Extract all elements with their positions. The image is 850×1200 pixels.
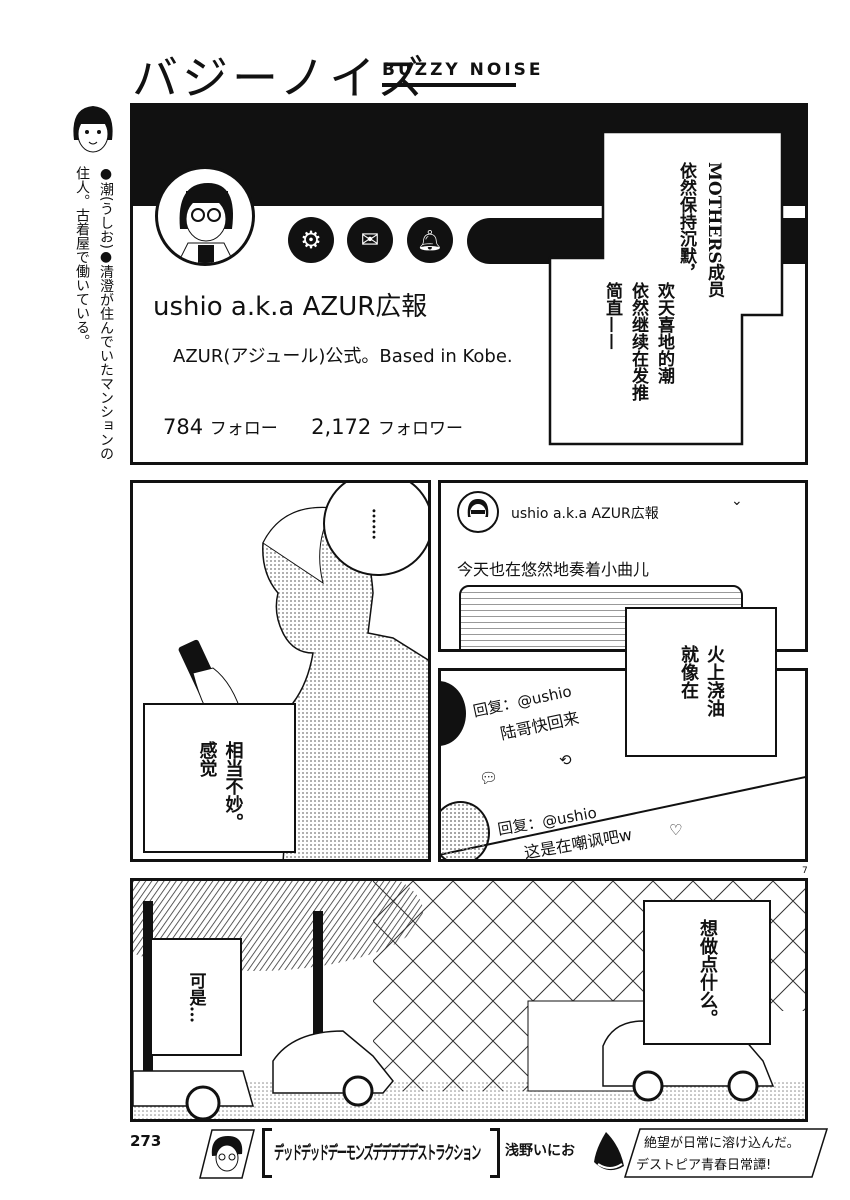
caption-panel1-col5: 简直—— bbox=[602, 282, 622, 350]
series-title-en: BUZZY NOISE bbox=[382, 60, 544, 80]
blurb-line1: 絶望が日常に溶け込んだ。 bbox=[644, 1136, 800, 1151]
post-text: 今天也在悠然地奏着小曲儿 bbox=[457, 560, 650, 579]
caption-panel5-left-text: 可是… bbox=[185, 971, 206, 1023]
onion-mascot-icon bbox=[594, 1132, 624, 1171]
profile-name: ushio a.k.a AZUR広報 bbox=[153, 292, 428, 322]
page-number: 273 bbox=[130, 1132, 162, 1150]
message-button[interactable]: ✉ bbox=[347, 217, 393, 263]
caption-box-panel1 bbox=[548, 130, 784, 446]
caption-panel2-col2: 相当不妙。 bbox=[222, 741, 244, 831]
caption-panel1-col1: MOTHERS成员 bbox=[704, 162, 724, 298]
caption-box-panel5-left: 可是… bbox=[150, 938, 242, 1056]
followers-count[interactable]: 2,172 bbox=[311, 415, 372, 439]
followers-label[interactable]: フォロワー bbox=[377, 419, 463, 439]
caption-panel1-col2: 依然保持沉默， bbox=[676, 162, 696, 281]
following-label[interactable]: フォロー bbox=[209, 419, 278, 439]
side-page-number: 7 bbox=[802, 866, 808, 876]
retweet-icon[interactable]: ⟲ bbox=[559, 751, 572, 769]
caption-panel5-right-text: 想做点什么。 bbox=[697, 918, 718, 1027]
author-portrait bbox=[199, 1129, 255, 1179]
caption-panel2-col1: 感觉 bbox=[196, 741, 218, 777]
reply-item[interactable]: 回复：@ushio 这是在嘲讽吧w bbox=[496, 796, 634, 859]
chevron-down-icon[interactable]: ⌄ bbox=[731, 493, 743, 509]
caption-panel3-col2: 火上浇油 bbox=[704, 645, 725, 717]
mail-icon: ✉ bbox=[360, 227, 380, 253]
bracket-left bbox=[262, 1128, 272, 1178]
heart-icon[interactable]: ♡ bbox=[669, 821, 683, 839]
bell-plus-icon: 🔔︎ bbox=[417, 228, 443, 252]
caption-panel1-col3: 欢天喜地的潮 bbox=[654, 282, 674, 384]
character-note-line2: 住人。古着屋で働いている。 bbox=[74, 166, 90, 348]
caption-box-panel3: 就像在 火上浇油 bbox=[625, 607, 777, 757]
caption-panel3-col1: 就像在 bbox=[678, 645, 699, 699]
next-title[interactable]: デッドデッドデーモンズデデデデデストラクション bbox=[274, 1143, 481, 1165]
character-note-line1: ●潮(うしお)●清澄が住んでいたマンションの bbox=[98, 166, 114, 461]
profile-stats: 784 フォロー 2,172 フォロワー bbox=[163, 414, 463, 439]
post-avatar bbox=[457, 491, 499, 533]
avatar bbox=[155, 166, 255, 266]
speech-bubble: …… bbox=[323, 483, 428, 576]
series-title: バジーノイズ bbox=[132, 51, 428, 105]
bubble-text: …… bbox=[368, 507, 388, 540]
bracket-right bbox=[490, 1128, 500, 1178]
following-count[interactable]: 784 bbox=[163, 415, 204, 439]
reply-avatar bbox=[441, 681, 466, 746]
post-author[interactable]: ushio a.k.a AZUR広報 bbox=[511, 506, 659, 522]
profile-bio: AZUR(アジュール)公式。Based in Kobe. bbox=[173, 346, 513, 367]
author-name: 浅野いにお bbox=[505, 1143, 575, 1159]
notify-button[interactable]: 🔔︎ bbox=[407, 217, 453, 263]
blurb-box bbox=[624, 1128, 828, 1178]
settings-button[interactable]: ⚙ bbox=[288, 217, 334, 263]
gear-icon: ⚙ bbox=[300, 226, 322, 254]
caption-panel1-col4: 依然继续在发推 bbox=[628, 282, 648, 401]
title-underline bbox=[382, 83, 516, 87]
blurb-line2: デストピア青春日常譚! bbox=[636, 1158, 772, 1173]
reply-item[interactable]: 回复：@ushio 陆哥快回来 bbox=[471, 680, 581, 749]
caption-box-panel5-right: 想做点什么。 bbox=[643, 900, 771, 1045]
character-portrait bbox=[73, 106, 113, 153]
caption-box-panel2: 感觉 相当不妙。 bbox=[143, 703, 296, 853]
reply-avatar-2 bbox=[441, 801, 490, 859]
comment-icon[interactable]: 💬︎ bbox=[479, 769, 499, 787]
